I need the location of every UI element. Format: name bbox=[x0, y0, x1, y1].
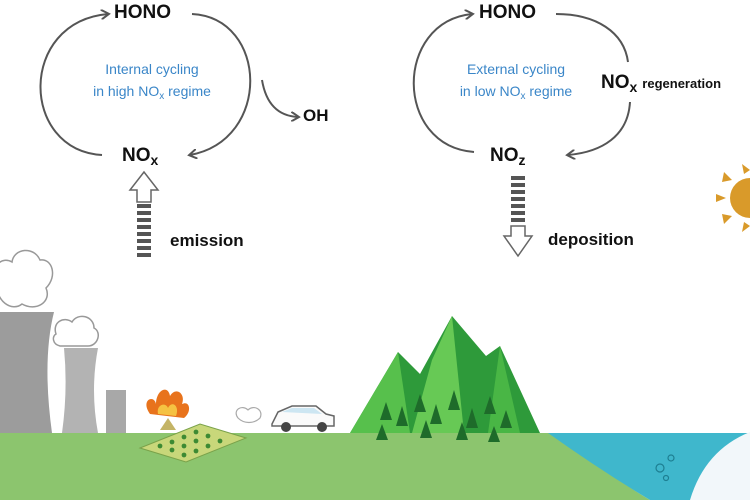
emission-label: emission bbox=[170, 231, 244, 250]
regeneration-label: regeneration bbox=[642, 76, 722, 91]
power-plant-icon bbox=[0, 249, 126, 433]
left-cycle-lower-arrow bbox=[190, 13, 252, 155]
right-hono-label: HONO bbox=[479, 2, 536, 23]
right-nox-main: NO bbox=[601, 72, 630, 93]
ice-floe bbox=[690, 432, 750, 500]
left-description-line1: Internal cycling bbox=[105, 61, 199, 77]
left-cycle-oh-branch-arrow bbox=[261, 79, 298, 117]
left-nox-main: NO bbox=[122, 145, 151, 166]
right-nox-sub: x bbox=[629, 79, 638, 95]
left-description-line2-post: regime bbox=[164, 83, 211, 99]
oh-label: OH bbox=[303, 106, 329, 125]
ground bbox=[0, 433, 650, 500]
right-cycle-nox-to-noz-arrow bbox=[568, 101, 631, 155]
deposition-arrow bbox=[502, 176, 534, 258]
left-cycle-description: Internal cycling in high NOx regime bbox=[72, 58, 232, 105]
right-cycle-description: External cycling in low NOx regime bbox=[436, 58, 596, 105]
right-description-line2: in low NOx regime bbox=[436, 80, 596, 105]
farmland-icon bbox=[138, 418, 248, 463]
left-nox-label: NOx bbox=[122, 145, 159, 168]
right-cycle-upper-arrow bbox=[412, 14, 474, 153]
bubbles-icon bbox=[655, 454, 675, 482]
right-description-line1: External cycling bbox=[466, 61, 566, 77]
left-nox-sub: x bbox=[150, 152, 159, 168]
right-description-line2-post: regime bbox=[525, 83, 573, 99]
fire-icon bbox=[146, 389, 190, 418]
left-description-line2-pre: in high NO bbox=[93, 83, 160, 99]
right-noz-sub: z bbox=[518, 152, 526, 168]
right-cycle-top-to-nox-arrow bbox=[555, 13, 629, 63]
left-description-line2-sub: x bbox=[159, 91, 165, 102]
mountain-icon bbox=[350, 316, 540, 433]
left-hono-label: HONO bbox=[114, 2, 171, 23]
trees-icon bbox=[376, 390, 512, 442]
right-noz-main: NO bbox=[490, 145, 519, 166]
left-description-line2: in high NOx regime bbox=[72, 80, 232, 105]
right-noz-label: NOz bbox=[490, 145, 526, 168]
left-cycle-upper-arrow bbox=[39, 14, 108, 156]
emission-arrow bbox=[128, 170, 160, 257]
right-description-line2-pre: in low NO bbox=[459, 83, 521, 99]
right-description-line2-sub: x bbox=[520, 91, 526, 102]
right-nox-regeneration: NOx regeneration bbox=[601, 72, 722, 95]
car-icon bbox=[235, 405, 335, 432]
deposition-label: deposition bbox=[548, 230, 634, 249]
sun-icon bbox=[716, 164, 750, 232]
